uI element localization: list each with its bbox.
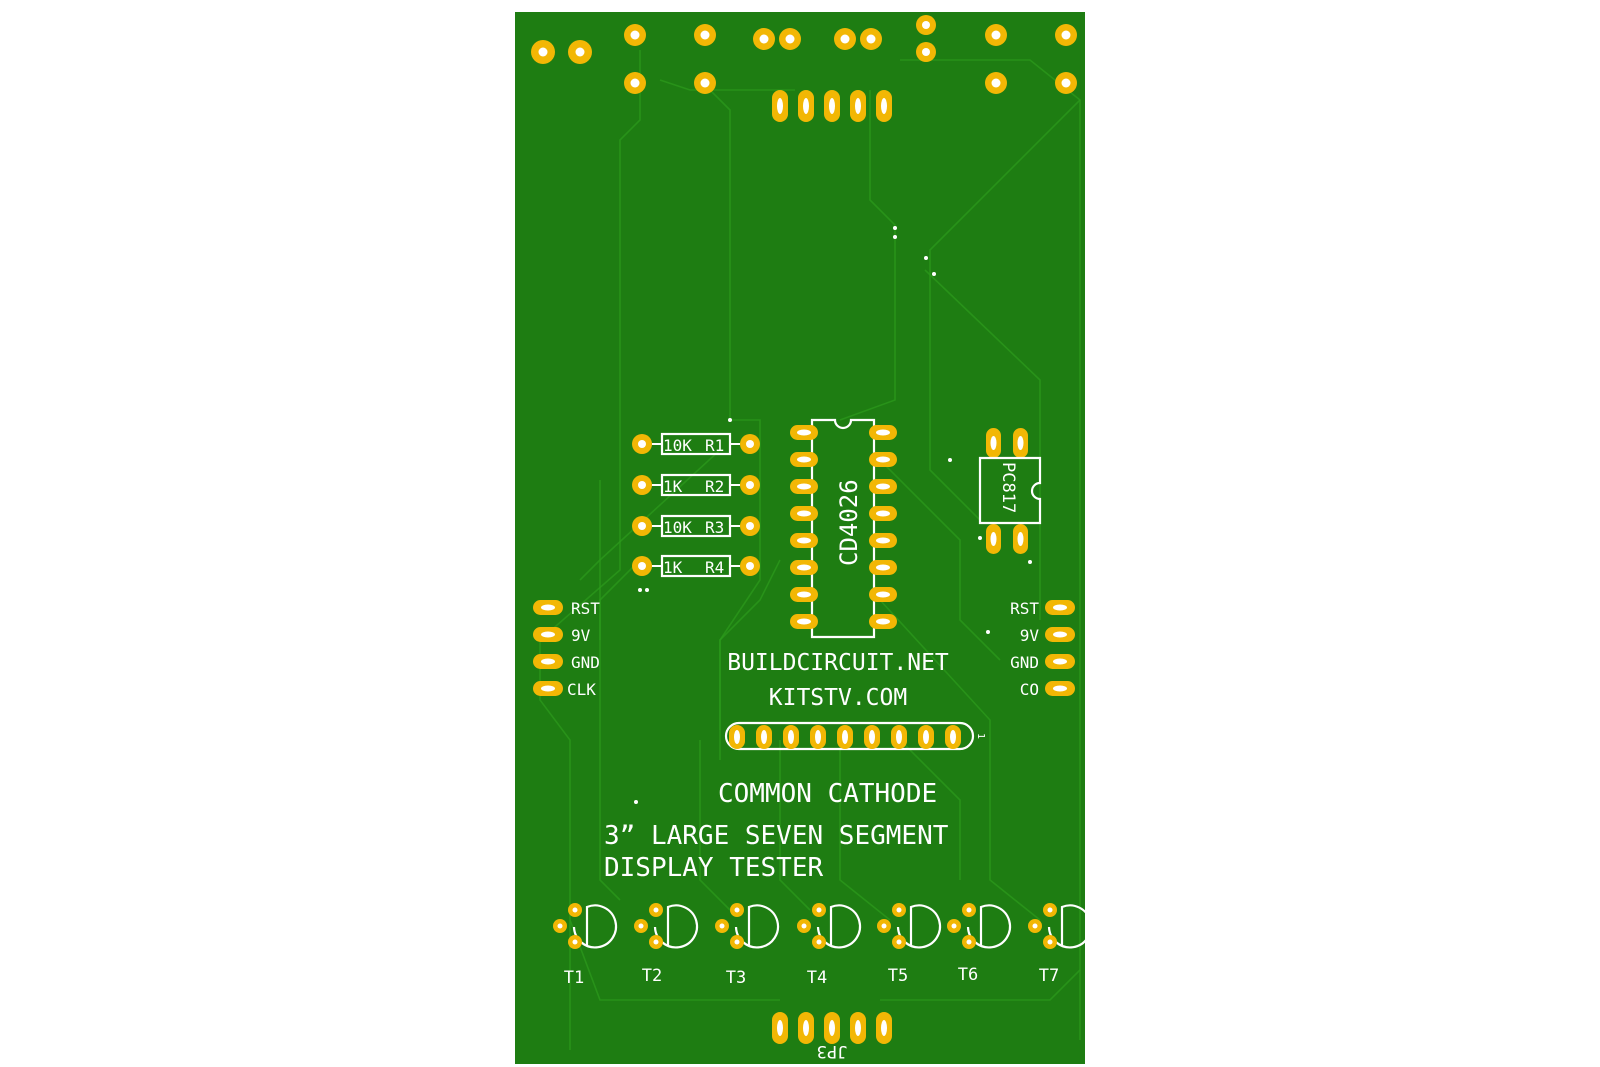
left-header-label-2: 9V <box>571 626 591 645</box>
resistor-r1: 10K R1 <box>632 432 760 456</box>
transistor-t6: T6 <box>947 903 1012 985</box>
resistor-r3-ref: R3 <box>705 518 724 537</box>
ic-left-pins <box>790 425 818 629</box>
transistor-t3-label: T3 <box>726 968 746 988</box>
resistor-r2: 1K R2 <box>632 473 760 497</box>
copper-traces <box>539 50 1081 1050</box>
resistor-r4-ref: R4 <box>705 558 724 577</box>
ic-label: CD4026 <box>835 479 863 566</box>
transistor-t5-label: T5 <box>888 966 908 986</box>
title-line-1: COMMON CATHODE <box>718 779 937 809</box>
transistor-t4-label: T4 <box>807 968 827 988</box>
resistor-r1-ref: R1 <box>705 436 724 455</box>
transistor-t1: T1 <box>553 903 618 988</box>
resistor-r4: 1K R4 <box>632 554 760 578</box>
title-line-2: 3” LARGE SEVEN SEGMENT <box>604 821 949 851</box>
resistor-r4-value: 1K <box>663 558 683 577</box>
vias <box>634 226 1032 804</box>
resistor-r2-value: 1K <box>663 477 683 496</box>
transistor-t3: T3 <box>715 903 780 988</box>
left-header-label-4: CLK <box>567 680 596 699</box>
bottom-connector-label: JP3 <box>817 1041 848 1061</box>
ic-cd4026: CD4026 <box>790 418 897 639</box>
right-header: RST 9V GND CO <box>1010 599 1075 699</box>
transistor-t7-label: T7 <box>1039 966 1059 986</box>
transistor-t7: T7 <box>1028 903 1093 986</box>
resistor-r3: 10K R3 <box>632 514 760 538</box>
branding-line-2: KITSTV.COM <box>769 685 907 711</box>
display-header-9pin: 1 <box>724 721 986 751</box>
resistor-r3-value: 10K <box>663 518 692 537</box>
bottom-connector-jp3: JP3 <box>772 1012 892 1061</box>
transistor-t6-label: T6 <box>958 965 978 985</box>
right-header-label-4: CO <box>1020 680 1039 699</box>
transistor-t5: T5 <box>877 903 942 986</box>
transistor-t2: T2 <box>634 903 699 986</box>
right-header-label-2: 9V <box>1020 626 1040 645</box>
left-header-label-1: RST <box>571 599 600 618</box>
resistor-r1-value: 10K <box>663 436 692 455</box>
title-line-3: DISPLAY TESTER <box>604 853 823 883</box>
ic-right-pins <box>869 425 897 629</box>
display-header-pin1-mark: 1 <box>975 733 986 739</box>
optocoupler-label: PC817 <box>998 462 1018 513</box>
transistor-t2-label: T2 <box>642 966 662 986</box>
branding-line-1: BUILDCIRCUIT.NET <box>727 650 949 676</box>
transistor-t1-label: T1 <box>564 968 584 988</box>
left-header: RST 9V GND CLK <box>533 599 600 699</box>
top-connector-pads <box>531 15 1077 94</box>
left-header-label-3: GND <box>571 653 600 672</box>
resistor-r2-ref: R2 <box>705 477 724 496</box>
optocoupler-pc817: PC817 <box>978 428 1042 554</box>
right-header-label-3: GND <box>1010 653 1039 672</box>
top-5pin-header <box>772 90 892 122</box>
transistor-t4: T4 <box>797 903 862 988</box>
right-header-label-1: RST <box>1010 599 1039 618</box>
